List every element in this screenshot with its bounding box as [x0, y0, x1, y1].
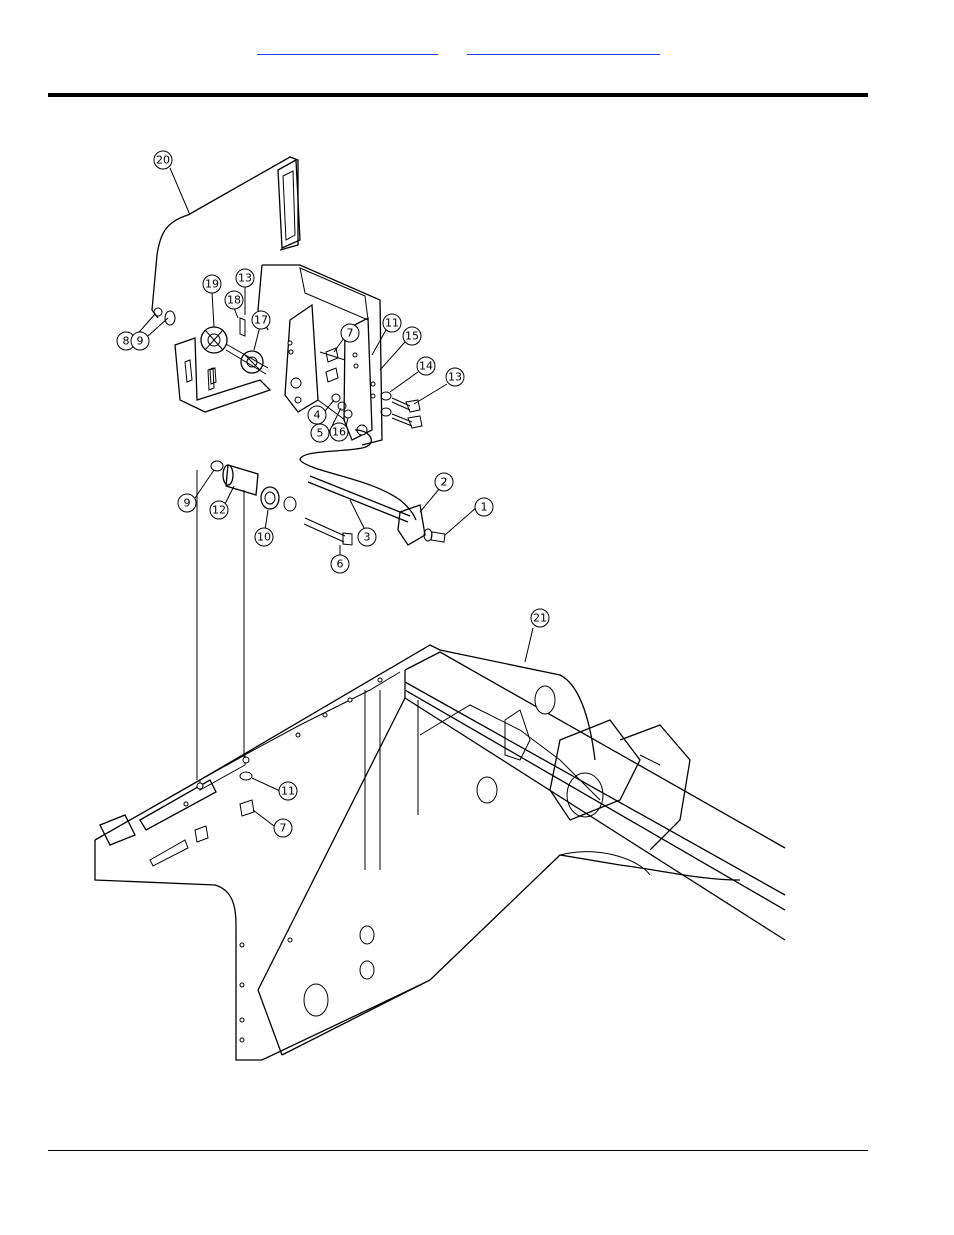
callout-3: 3: [357, 527, 377, 547]
svg-text:11: 11: [281, 785, 295, 798]
washer-11: [239, 771, 253, 781]
nav-link-1[interactable]: [257, 40, 438, 55]
callout-20: 20: [153, 150, 173, 170]
callout-2: 2: [434, 472, 454, 492]
callout-14: 14: [416, 356, 436, 376]
callout-9-upper: 9: [130, 331, 150, 351]
callout-11-lower: 11: [278, 781, 298, 801]
svg-text:13: 13: [448, 371, 462, 384]
callout-17: 17: [251, 310, 271, 330]
nut-7: [239, 799, 255, 817]
pivot-hub: [504, 709, 691, 851]
spacer-assembly: [210, 460, 353, 546]
callout-1: 1: [474, 497, 494, 517]
callout-9-lower: 9: [177, 493, 197, 513]
svg-text:21: 21: [533, 612, 547, 625]
svg-text:3: 3: [364, 531, 371, 544]
svg-text:6: 6: [337, 558, 344, 571]
callout-13: 13: [235, 268, 255, 288]
svg-text:20: 20: [156, 154, 170, 167]
svg-text:17: 17: [254, 314, 268, 327]
svg-text:15: 15: [405, 330, 419, 343]
svg-text:16: 16: [332, 426, 346, 439]
svg-text:11: 11: [385, 317, 399, 330]
svg-text:4: 4: [314, 409, 321, 422]
svg-text:9: 9: [137, 335, 144, 348]
svg-text:1: 1: [481, 501, 488, 514]
frame-holes: [183, 677, 556, 1043]
callout-11-upper: 11: [382, 313, 402, 333]
callout-8: 8: [116, 331, 136, 351]
svg-text:7: 7: [280, 822, 287, 835]
svg-text:19: 19: [205, 278, 219, 291]
callout-16: 16: [329, 422, 349, 442]
callout-7-upper: 7: [340, 323, 360, 343]
callout-18: 18: [224, 290, 244, 310]
callout-6: 6: [330, 554, 350, 574]
svg-text:14: 14: [419, 360, 433, 373]
callout-21: 21: [530, 608, 550, 628]
cable-loop: [299, 429, 372, 461]
callout-4: 4: [307, 405, 327, 425]
svg-text:7: 7: [347, 327, 354, 340]
leader-lines: [133, 167, 534, 827]
svg-text:10: 10: [257, 531, 271, 544]
svg-text:13: 13: [238, 272, 252, 285]
callout-10: 10: [254, 527, 274, 547]
callout-7-lower: 7: [273, 818, 293, 838]
bolts-right: [370, 381, 423, 429]
bottom-divider: [48, 1150, 868, 1151]
svg-text:12: 12: [212, 504, 226, 517]
mount-bracket: [257, 264, 383, 446]
svg-text:9: 9: [184, 497, 191, 510]
callout-15: 15: [402, 326, 422, 346]
svg-text:8: 8: [123, 335, 130, 348]
callout-13-right: 13: [445, 367, 465, 387]
top-divider: [48, 93, 868, 97]
svg-text:5: 5: [317, 427, 324, 440]
callout-19: 19: [202, 274, 222, 294]
sprocket-17: [240, 350, 264, 374]
sprocket-19: [200, 326, 228, 354]
main-frame: [94, 644, 786, 1061]
svg-text:2: 2: [441, 476, 448, 489]
nav-link-2[interactable]: [467, 40, 660, 55]
callout-5: 5: [310, 423, 330, 443]
svg-text:18: 18: [227, 294, 241, 307]
shield-panel: [151, 156, 301, 319]
callout-12: 12: [209, 500, 229, 520]
adjusting-rod: [307, 475, 446, 546]
